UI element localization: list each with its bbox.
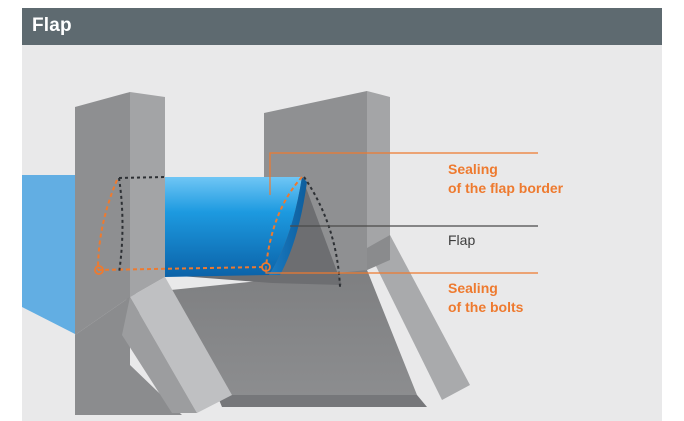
label-line: Sealing (448, 280, 498, 296)
flap-body (165, 177, 302, 277)
bolt-left (94, 265, 104, 275)
header-bar: Flap (22, 8, 662, 45)
header-title: Flap (32, 15, 72, 36)
left-slope (130, 277, 232, 413)
label-line: of the bolts (448, 299, 524, 315)
label-sealing-flap-border: Sealing of the flap border (448, 160, 563, 198)
left-wall-inner (130, 92, 165, 297)
left-wall-front (75, 92, 130, 335)
leader-sealing-bolts (265, 267, 538, 274)
right-slope (367, 235, 470, 400)
leader-sealing-flap-border (269, 152, 538, 195)
label-line: of the flap border (448, 180, 564, 196)
flap-border-seal-outline-right (265, 176, 303, 268)
label-flap: Flap (448, 231, 475, 250)
label-sealing-bolts: Sealing of the bolts (448, 279, 523, 317)
label-line: Flap (448, 232, 476, 248)
bolt-line (97, 266, 267, 271)
flap-end (269, 177, 307, 275)
right-slope-top (367, 235, 390, 270)
flap-outline-right (303, 176, 341, 288)
water-body (22, 175, 77, 335)
flap-outline-left (118, 176, 166, 274)
left-wall-lower (75, 297, 182, 415)
right-wall-side (367, 91, 390, 270)
left-slope-face (122, 297, 197, 413)
figure-frame: Flap (22, 8, 662, 421)
label-line: Sealing (448, 161, 498, 177)
diagram-panel: Sealing of the flap border Flap Sealing … (22, 45, 662, 421)
floor-front (217, 395, 427, 407)
flap-diagram (22, 91, 538, 415)
flap-border-seal-outline (97, 179, 118, 271)
